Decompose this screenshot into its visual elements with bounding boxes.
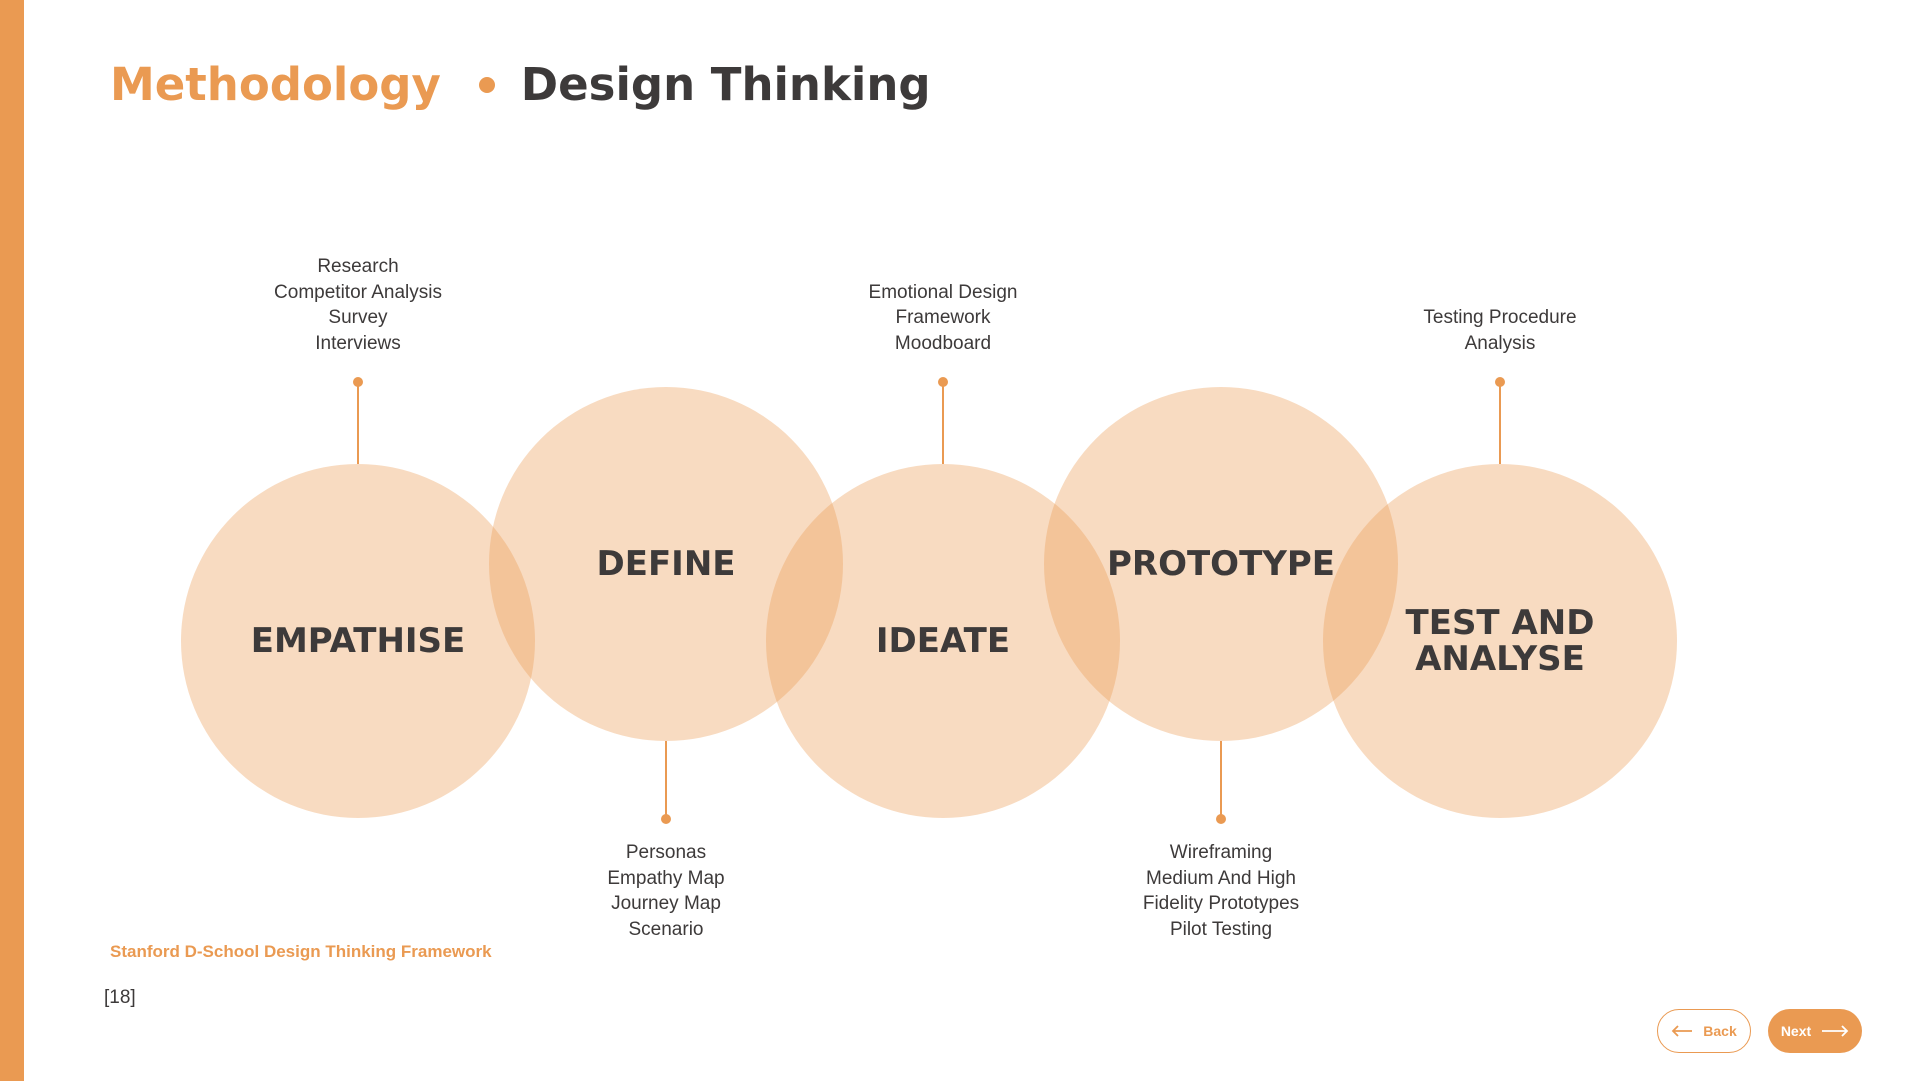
- back-button[interactable]: Back: [1657, 1009, 1751, 1053]
- note-item: Empathy Map: [607, 867, 725, 889]
- framework-citation: Stanford D-School Design Thinking Framew…: [110, 942, 492, 961]
- note-item: Medium And High: [1146, 867, 1296, 889]
- note-item: Survey: [328, 307, 388, 328]
- note-item: Emotional Design: [868, 281, 1018, 303]
- note-item: Journey Map: [611, 893, 721, 914]
- arrow-right-icon: [1822, 1025, 1849, 1037]
- connector-dot: [1216, 814, 1226, 824]
- note-item: Competitor Analysis: [274, 281, 442, 303]
- reference-number: [18]: [104, 987, 136, 1008]
- page-heading: Design Thinking: [520, 58, 931, 111]
- stage-label: EMPATHISE: [250, 621, 466, 661]
- stage-label: TEST AND ANALYSE: [1405, 603, 1595, 679]
- stage-label: IDEATE: [875, 621, 1011, 661]
- note-item: Moodboard: [894, 332, 992, 354]
- stage-label: PROTOTYPE: [1106, 544, 1336, 584]
- next-button[interactable]: Next: [1768, 1009, 1862, 1053]
- connector-dot: [938, 377, 948, 387]
- connector-dot: [661, 814, 671, 824]
- note-item: Framework: [895, 307, 991, 328]
- connector-dot: [1495, 377, 1505, 387]
- arrow-left-icon: [1671, 1025, 1693, 1037]
- sidebar-accent-bar: [0, 0, 24, 1081]
- next-label: Next: [1780, 1023, 1812, 1039]
- note-item: Analysis: [1464, 332, 1536, 354]
- title-separator-dot: [478, 76, 495, 93]
- stage-circle: [181, 464, 535, 818]
- note-item: Personas: [625, 842, 707, 863]
- stage-label: DEFINE: [596, 544, 736, 584]
- note-item: Pilot Testing: [1169, 918, 1273, 940]
- stage-circle: [1323, 464, 1677, 818]
- section-title: Methodology: [110, 58, 441, 111]
- stage-circle: [489, 387, 843, 741]
- connector-dot: [353, 377, 363, 387]
- note-item: Research: [317, 256, 399, 277]
- note-item: Wireframing: [1169, 842, 1273, 863]
- note-item: Scenario: [628, 918, 704, 940]
- stage-circle: [766, 464, 1120, 818]
- note-item: Fidelity Prototypes: [1142, 893, 1300, 914]
- stage-circle: [1044, 387, 1398, 741]
- back-label: Back: [1703, 1023, 1737, 1039]
- note-item: Interviews: [315, 332, 401, 354]
- note-item: Testing Procedure: [1423, 307, 1577, 328]
- page-title: Methodology Design Thinking: [110, 58, 931, 111]
